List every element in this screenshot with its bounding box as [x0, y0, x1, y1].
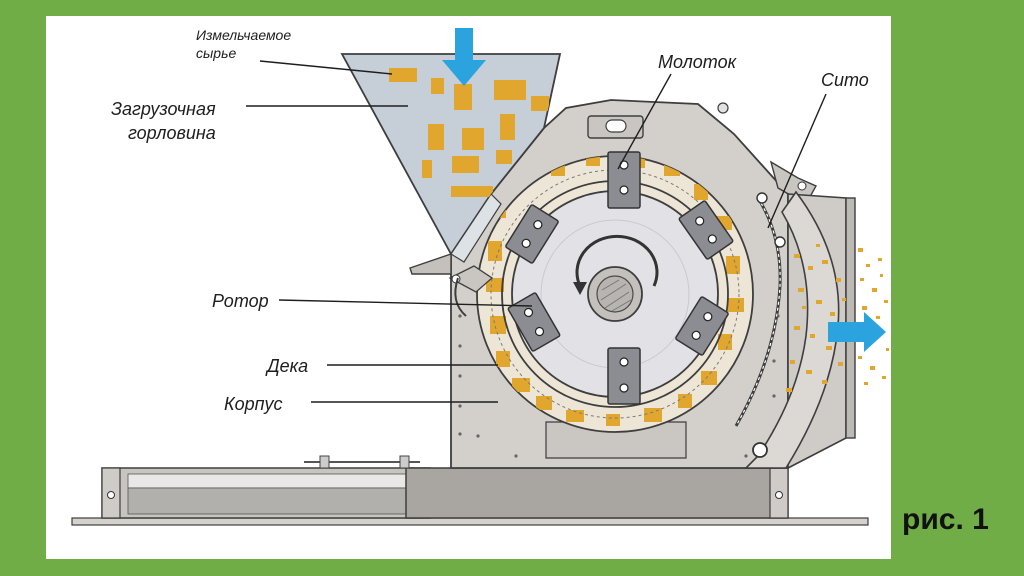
hammer-bottom: [607, 347, 641, 405]
hammer-top: [607, 151, 641, 209]
diagram-panel: Измельчаемое сырье Загрузочная горловина…: [46, 16, 891, 559]
hammers: [505, 151, 734, 405]
hammer-mill-diagram: Измельчаемое сырье Загрузочная горловина…: [71, 27, 889, 526]
label-rotor: Ротор: [212, 291, 269, 311]
hammer-lower-left: [507, 292, 561, 352]
hammer-upper-left: [505, 204, 559, 264]
figure-caption: рис. 1: [902, 503, 989, 536]
sieve-screen: [734, 190, 840, 469]
leader-lines: [246, 60, 827, 403]
label-raw-material-1: Измельчаемое: [196, 27, 291, 43]
hammer-upper-right: [678, 200, 734, 260]
label-housing: Корпус: [224, 394, 283, 414]
hopper: [340, 53, 562, 263]
label-feed-throat-2: горловина: [128, 123, 216, 143]
hopper-particles: [389, 68, 549, 197]
outflow-particles: [786, 244, 889, 392]
deck-hinge: [448, 265, 494, 317]
label-hammer: Молоток: [658, 52, 738, 72]
arrow-right-icon: [828, 312, 886, 352]
rotation-arrow-icon: [575, 234, 659, 287]
arrow-down-icon: [442, 28, 486, 86]
base-frame: [71, 455, 869, 526]
label-sieve: Сито: [821, 70, 869, 90]
label-feed-throat-1: Загрузочная: [111, 99, 216, 119]
hammer-lower-right: [675, 296, 729, 356]
label-deck: Дека: [265, 356, 308, 376]
label-raw-material-2: сырье: [196, 45, 236, 61]
